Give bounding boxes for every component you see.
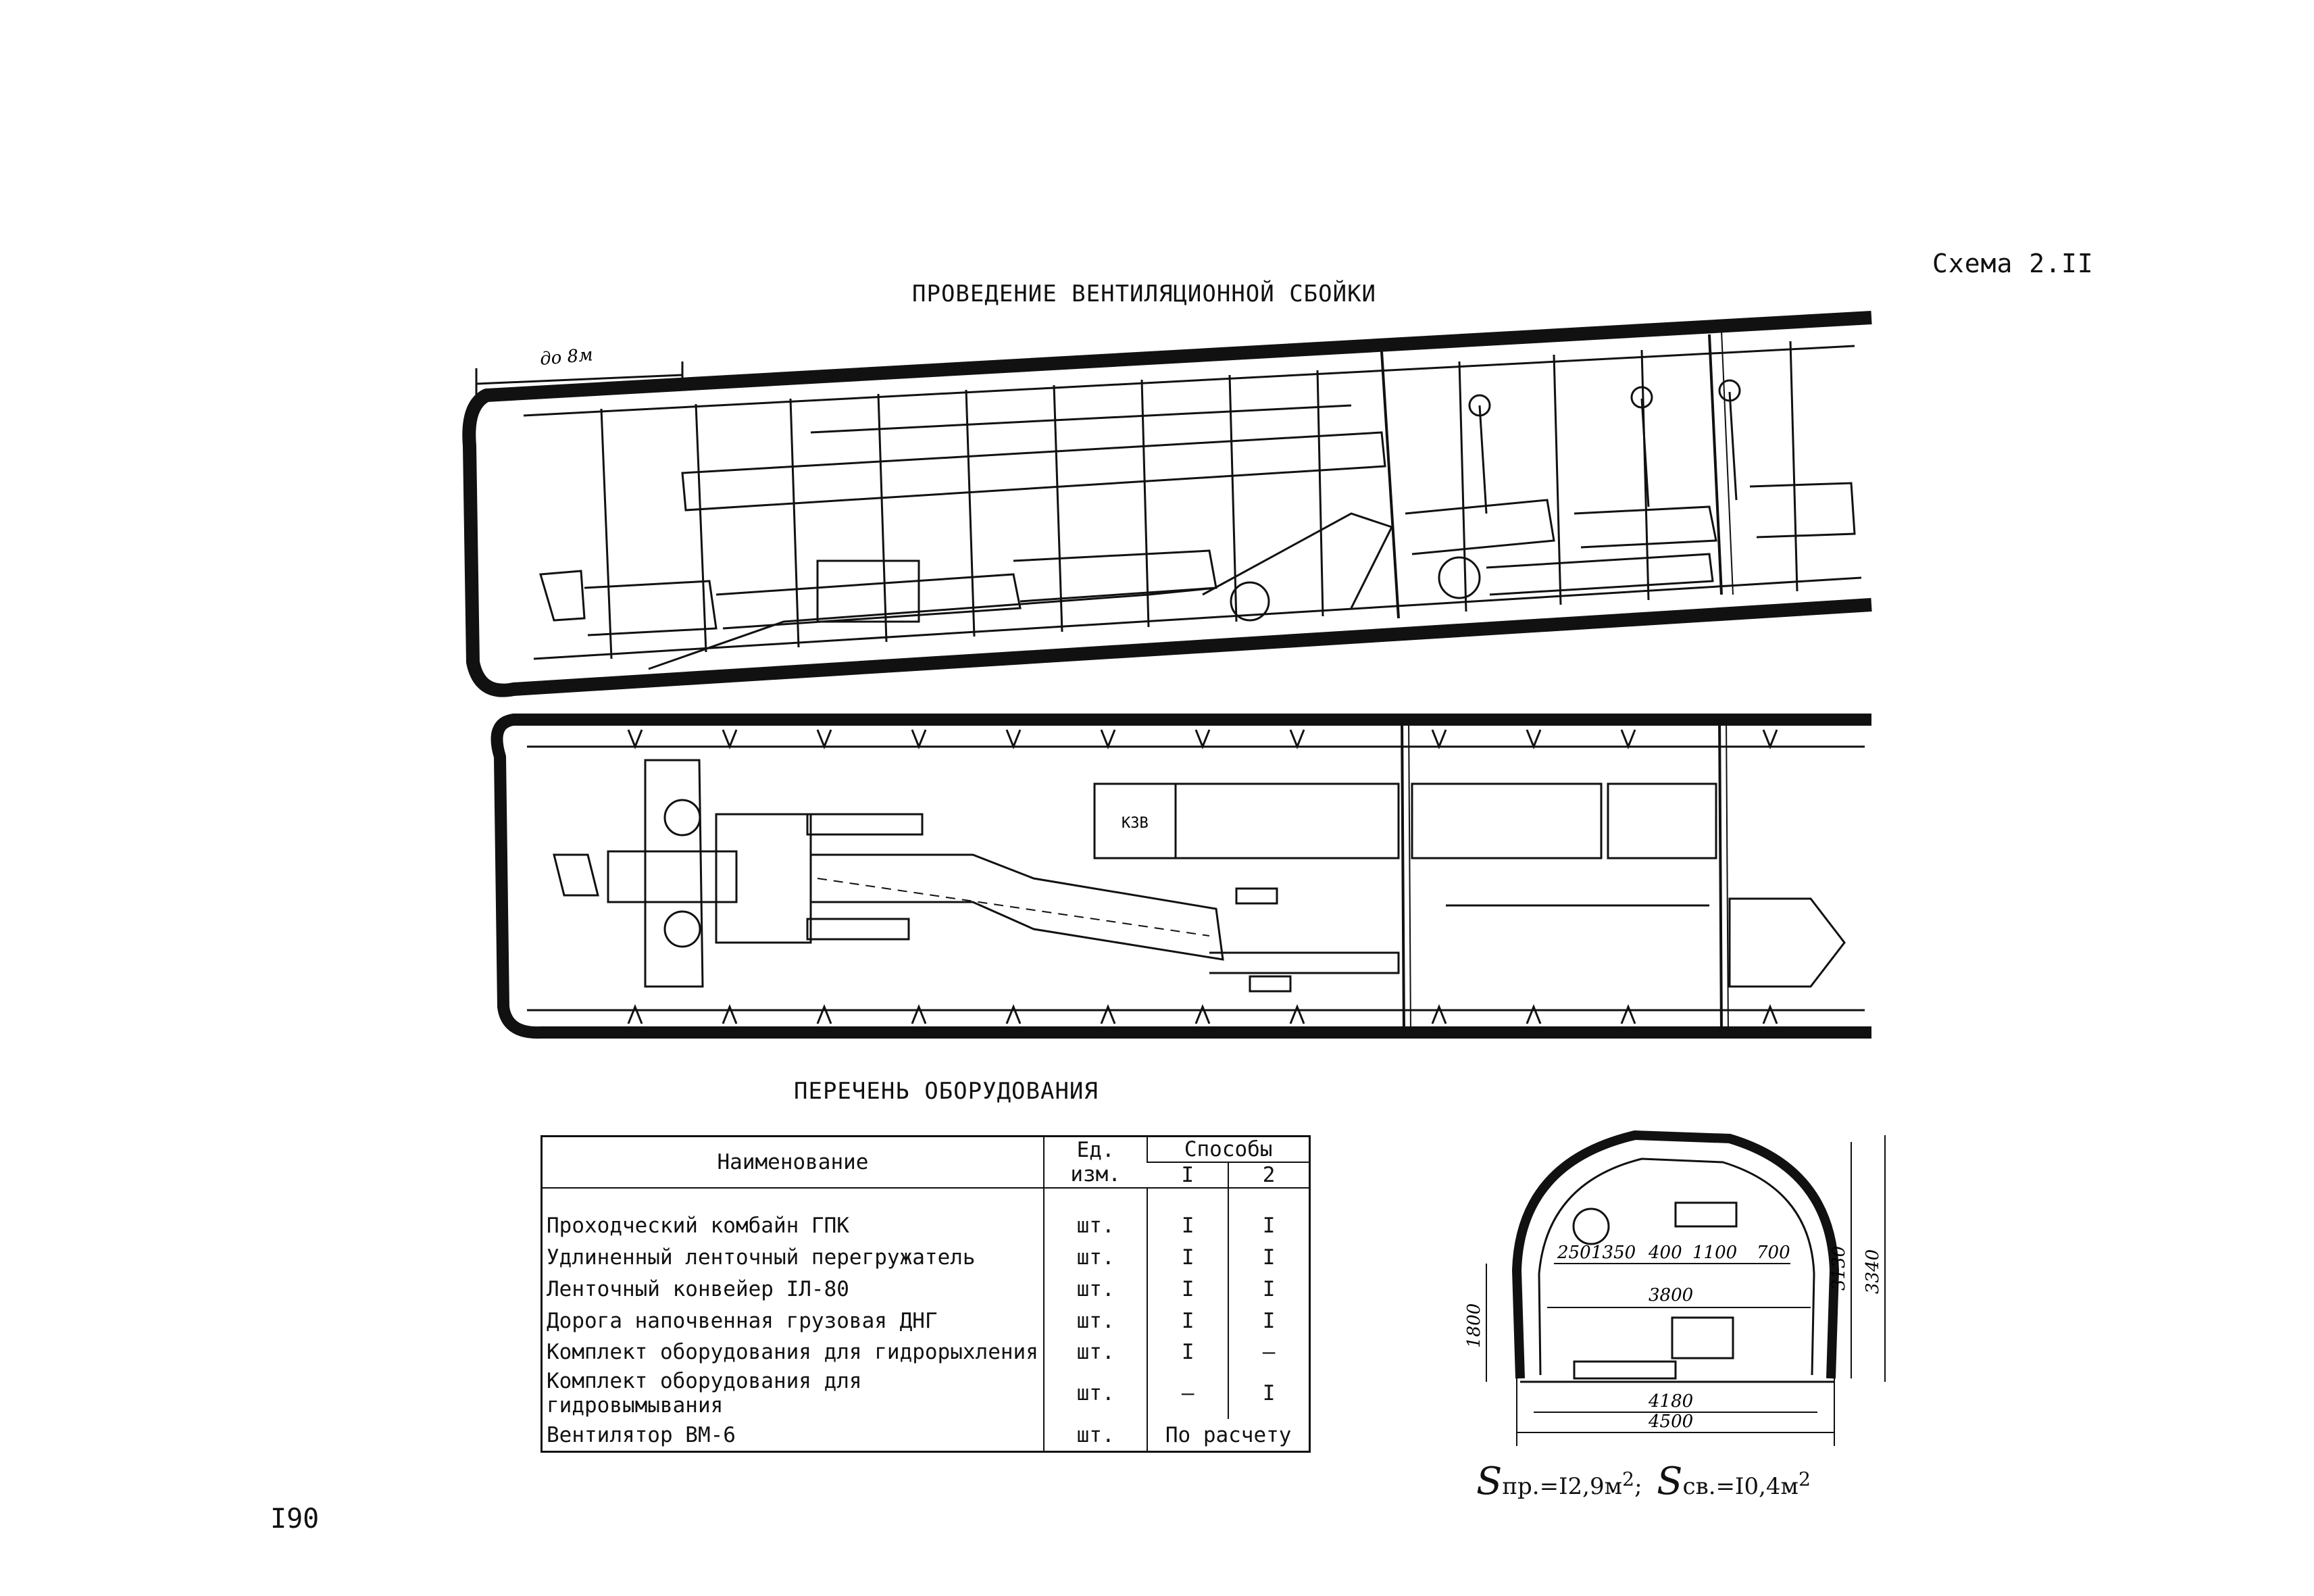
area-clear-sub: св. (1682, 1473, 1716, 1500)
dim-400: 400 (1648, 1243, 1682, 1263)
area-net-exp: 2 (1622, 1468, 1635, 1491)
dim-3130: 3130 (1829, 1246, 1849, 1291)
main-title: ПРОВЕДЕНИЕ ВЕНТИЛЯЦИОННОЙ СБОЙКИ (912, 280, 1377, 307)
table-row: Комплект оборудования для гидрорыхления … (543, 1337, 1309, 1368)
area-clear-exp: 2 (1798, 1468, 1811, 1491)
area-net-value: =I2,9м (1539, 1473, 1623, 1500)
area-separator: ; (1634, 1473, 1642, 1500)
length-note: до 8м (539, 345, 594, 370)
area-net-symbol: S (1476, 1460, 1503, 1503)
dim-3800: 3800 (1649, 1285, 1693, 1305)
dim-4500: 4500 (1648, 1412, 1693, 1432)
equipment-table: Наименование Ед. изм. Способы I 2 Проход… (540, 1135, 1311, 1453)
table-row: Комплект оборудования для гидровымывания… (543, 1368, 1309, 1420)
scheme-label: Схема 2.II (1932, 249, 2094, 278)
table-row: Проходческий комбайн ГПК шт. I I (543, 1210, 1309, 1242)
table-row: Вентилятор ВМ-6 шт. По расчету (543, 1419, 1309, 1451)
table-row: Дорога напочвенная грузовая ДНГ шт. I I (543, 1305, 1309, 1337)
dim-3340: 3340 (1863, 1249, 1883, 1294)
cross-section-arch (1511, 1130, 1840, 1379)
header-method-1: I (1147, 1162, 1229, 1189)
header-name: Наименование (543, 1137, 1044, 1189)
area-net-sub: пр. (1502, 1473, 1540, 1500)
dim-1800: 1800 (1464, 1303, 1484, 1348)
dim-4180: 4180 (1648, 1391, 1693, 1412)
table-row: Ленточный конвейер IЛ-80 шт. I I (543, 1273, 1309, 1305)
equipment-list-title: ПЕРЕЧЕНЬ ОБОРУДОВАНИЯ (794, 1078, 1099, 1105)
area-clear-symbol: S (1657, 1460, 1683, 1503)
header-unit: Ед. изм. (1042, 1137, 1148, 1189)
dim-1350: 1350 (1591, 1243, 1636, 1263)
page-number: I90 (270, 1503, 320, 1535)
longitudinal-section-outline (462, 311, 1872, 697)
header-method-2: 2 (1228, 1162, 1309, 1189)
box-label: КЗВ (1122, 815, 1149, 832)
plan-view-outline (491, 714, 1871, 1039)
dim-250: 250 (1557, 1243, 1591, 1263)
dim-700: 700 (1757, 1243, 1790, 1263)
table-row: Удлиненный ленточный перегружатель шт. I… (543, 1241, 1309, 1274)
header-methods: Способы (1147, 1137, 1309, 1163)
area-clear-value: =I0,4м (1715, 1473, 1799, 1500)
cross-section-areas: Sпр.=I2,9м2; Sсв.=I0,4м2 (1476, 1460, 1811, 1503)
dim-1100: 1100 (1692, 1243, 1737, 1263)
